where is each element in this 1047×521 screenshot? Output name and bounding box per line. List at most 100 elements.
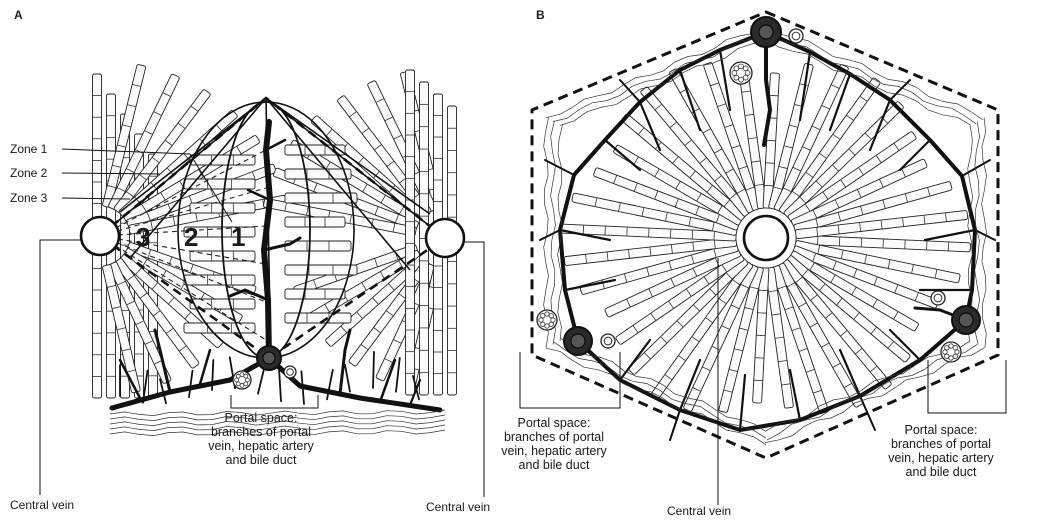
cord-outline bbox=[285, 265, 357, 275]
portal-vessel-branch bbox=[540, 230, 560, 240]
duct-cell bbox=[551, 318, 555, 322]
portal-vein-lumen-b-left bbox=[571, 334, 585, 348]
caption-line: branches of portal bbox=[196, 425, 326, 439]
duct-cell bbox=[745, 71, 750, 76]
cord-outline bbox=[285, 313, 351, 323]
central-vein-caption-a-right: Central vein bbox=[426, 500, 490, 514]
hepatocyte-cord bbox=[285, 265, 357, 275]
zone-number-2: 2 bbox=[184, 223, 198, 251]
caption-line: and bile duct bbox=[489, 458, 619, 472]
duct-cell bbox=[235, 378, 239, 382]
central-vein-b bbox=[744, 216, 788, 260]
zone-2-label: Zone 2 bbox=[10, 166, 47, 180]
duct-cell bbox=[953, 346, 957, 350]
duct-cell bbox=[244, 374, 248, 378]
portal-vessel-branch bbox=[680, 70, 700, 130]
duct-cell bbox=[945, 354, 949, 358]
hepatocyte-cord bbox=[184, 323, 255, 333]
duct-cell bbox=[734, 66, 739, 71]
cord-outline bbox=[190, 155, 255, 165]
duct-cell bbox=[541, 322, 545, 326]
portal-vessel-branch bbox=[230, 290, 268, 300]
duct-cell bbox=[245, 378, 249, 382]
duct-cell bbox=[943, 350, 947, 354]
portal-vessel-branch bbox=[396, 358, 400, 392]
central-vein-a-left bbox=[81, 217, 119, 255]
portal-vessel-branch bbox=[860, 396, 875, 430]
duct-cell bbox=[955, 350, 959, 354]
caption-line: vein, hepatic artery bbox=[196, 439, 326, 453]
duct-cell bbox=[945, 346, 949, 350]
duct-cell bbox=[949, 344, 953, 348]
portal-vessel-branch bbox=[620, 80, 640, 102]
duct-cell bbox=[236, 374, 240, 378]
portal-vein-lumen-b-top bbox=[759, 25, 773, 39]
cord-outline bbox=[285, 169, 351, 179]
cord-outline bbox=[285, 217, 345, 227]
central-vein-caption-b: Central vein bbox=[667, 504, 731, 518]
hepatocyte-cord bbox=[190, 155, 255, 165]
duct-cell bbox=[739, 64, 744, 69]
duct-cell bbox=[549, 322, 553, 326]
duct-cell bbox=[236, 382, 240, 386]
portal-space-caption-b-left: Portal space: branches of portal vein, h… bbox=[489, 416, 619, 472]
zone-3-label: Zone 3 bbox=[10, 191, 47, 205]
zone-number-3: 3 bbox=[136, 223, 150, 251]
panel-b-letter: B bbox=[536, 8, 545, 22]
duct-cell bbox=[240, 383, 244, 387]
portal-space-bracket-b-left bbox=[520, 352, 620, 408]
hepatocyte-cord bbox=[406, 70, 415, 395]
caption-line: Portal space: bbox=[876, 423, 1006, 437]
caption-line: Portal space: bbox=[489, 416, 619, 430]
portal-space-caption-a: Portal space: branches of portal vein, h… bbox=[196, 411, 326, 467]
portal-vessel-branch bbox=[345, 365, 350, 392]
hepatocyte-cord bbox=[184, 179, 255, 189]
hepatocyte-cord bbox=[285, 217, 345, 227]
portal-vein-lumen-b-right bbox=[959, 313, 973, 327]
artery-lumen bbox=[287, 369, 294, 376]
portal-vessel-branch bbox=[925, 230, 975, 240]
duct-cell bbox=[953, 354, 957, 358]
hepatocyte-cord bbox=[285, 289, 345, 299]
duct-cell bbox=[240, 373, 244, 377]
hepatocyte-cord bbox=[285, 169, 351, 179]
sinusoid-line bbox=[766, 341, 970, 431]
cord-outline bbox=[406, 70, 415, 395]
duct-cell bbox=[545, 312, 549, 316]
zone-1-label: Zone 1 bbox=[10, 142, 47, 156]
panel-a-letter: A bbox=[14, 8, 23, 22]
caption-line: branches of portal bbox=[489, 430, 619, 444]
caption-line: vein, hepatic artery bbox=[876, 451, 1006, 465]
central-vein-left-leader bbox=[40, 240, 81, 495]
duct-cell bbox=[539, 318, 543, 322]
portal-vessel-branch bbox=[545, 160, 574, 175]
duct-cell bbox=[743, 75, 748, 80]
portal-space-caption-b-right: Portal space: branches of portal vein, h… bbox=[876, 423, 1006, 479]
portal-space-bracket-a bbox=[231, 395, 318, 408]
zone-number-1: 1 bbox=[231, 223, 245, 251]
duct-cell bbox=[734, 75, 739, 80]
portal-vessel-branch bbox=[258, 370, 264, 393]
caption-line: branches of portal bbox=[876, 437, 1006, 451]
central-vein-right-leader bbox=[464, 242, 484, 497]
central-vein-a-right bbox=[426, 219, 464, 257]
portal-vessel-branch bbox=[578, 320, 966, 430]
duct-cell bbox=[549, 314, 553, 318]
artery-lumen bbox=[792, 32, 800, 40]
caption-line: and bile duct bbox=[196, 453, 326, 467]
artery-lumen bbox=[604, 337, 612, 345]
caption-line: vein, hepatic artery bbox=[489, 444, 619, 458]
portal-vessel-branch bbox=[740, 375, 745, 430]
duct-cell bbox=[949, 356, 953, 360]
duct-cell bbox=[545, 324, 549, 328]
cord-outline bbox=[184, 323, 255, 333]
caption-line: and bile duct bbox=[876, 465, 1006, 479]
portal-vessel-branch bbox=[373, 352, 374, 388]
duct-cell bbox=[732, 71, 737, 76]
portal-vessel-branch bbox=[670, 410, 680, 440]
duct-cell bbox=[743, 66, 748, 71]
portal-vein-lumen-a bbox=[263, 352, 275, 364]
artery-lumen bbox=[934, 294, 942, 302]
duct-cell bbox=[244, 382, 248, 386]
portal-vessel-branch bbox=[200, 350, 210, 384]
